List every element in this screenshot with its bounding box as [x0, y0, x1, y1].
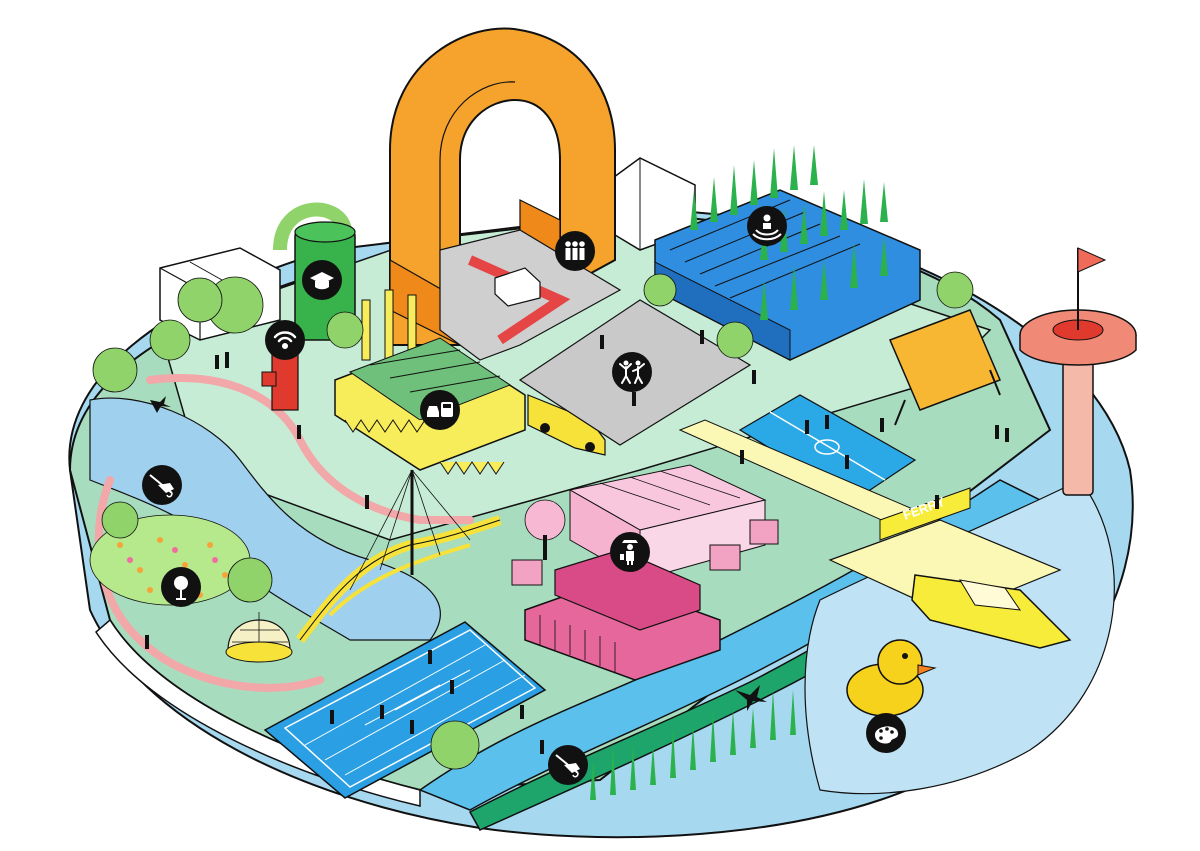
fishing-pin-west[interactable] [142, 465, 182, 505]
lookout-pin[interactable] [161, 567, 201, 607]
car-and-bus-icon [427, 402, 453, 417]
vendor-icon [620, 540, 638, 565]
sports-field [263, 621, 547, 799]
flower-meadow [89, 514, 251, 606]
spectator-pin[interactable] [747, 206, 787, 246]
dancing-people-icon [619, 360, 645, 384]
blue-grandstand [654, 145, 921, 361]
parking-lot [439, 229, 622, 361]
red-kiosk [261, 354, 299, 411]
fishing-icon [555, 754, 580, 778]
reed-marsh [590, 690, 796, 800]
glass-dome [225, 612, 293, 663]
suspension-bridge [296, 469, 502, 644]
trees [92, 271, 974, 770]
market-pin[interactable] [610, 532, 650, 572]
pink-containers [511, 519, 779, 681]
group-of-people-icon [565, 241, 585, 260]
yellow-ferry-boat [911, 574, 1072, 649]
running-path [94, 374, 474, 692]
palette-icon [875, 726, 899, 744]
observation-tower [1019, 247, 1137, 496]
red-flag-icon [1077, 247, 1107, 273]
van [494, 267, 541, 307]
reed-stands [690, 145, 888, 320]
greenhouse-market [568, 464, 767, 581]
graduation-cap-icon [310, 272, 334, 290]
wifi-icon [273, 331, 297, 350]
fishing-pin-south[interactable] [548, 745, 588, 785]
pink-blossom-tree [524, 499, 566, 560]
audience-icon [752, 214, 782, 241]
art-pin[interactable] [866, 713, 906, 753]
rubber-duck [846, 639, 937, 717]
people [145, 330, 1009, 754]
orange-billboard [889, 309, 1001, 426]
birds [150, 396, 767, 711]
dance-pin[interactable] [612, 352, 652, 392]
community-pin[interactable] [555, 231, 595, 271]
viewpoint-icon [174, 576, 188, 600]
fishing-icon [149, 474, 174, 498]
education-pin[interactable] [302, 260, 342, 300]
wifi-pin[interactable] [265, 320, 305, 360]
transport-pin[interactable] [420, 390, 460, 430]
basketball-court [738, 394, 917, 501]
